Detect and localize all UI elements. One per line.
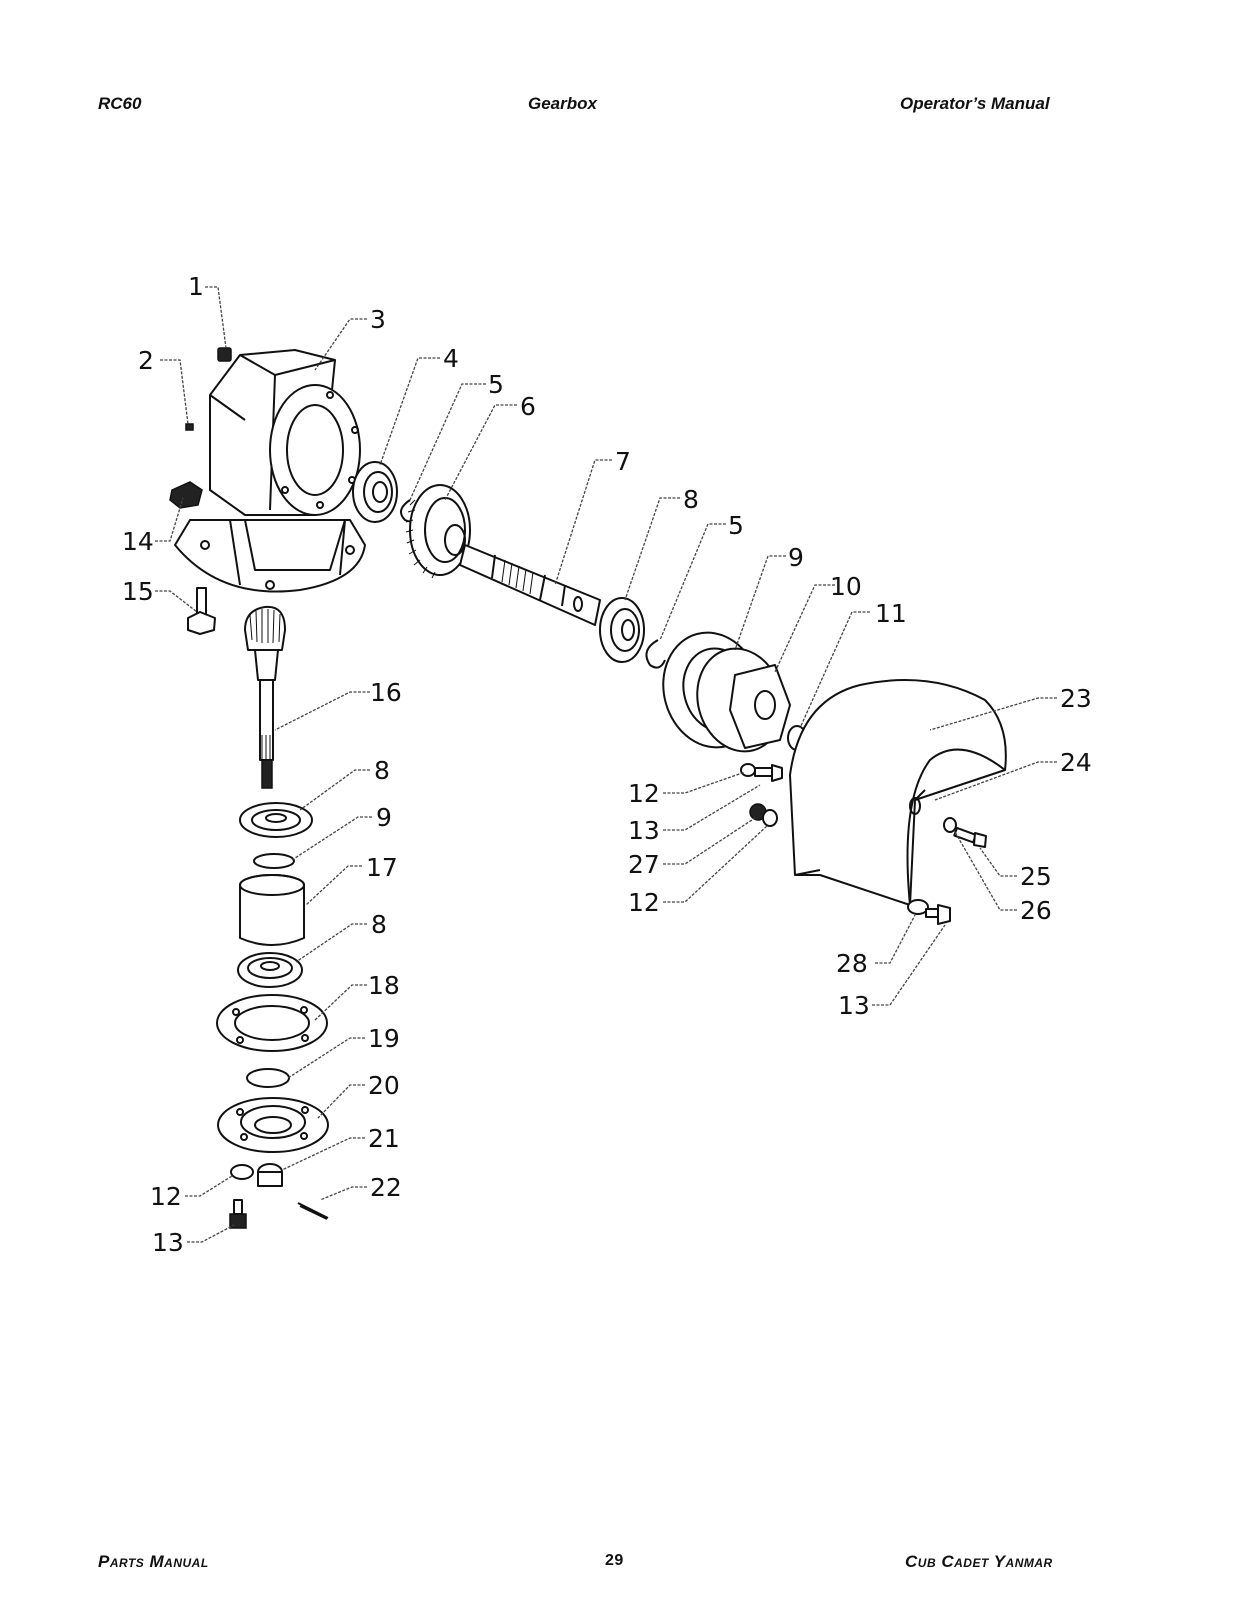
callout-label: 20 — [368, 1071, 400, 1100]
part-washer-2 — [762, 809, 778, 827]
callout-label: 13 — [628, 816, 660, 845]
part-washer — [740, 763, 756, 777]
part-vent — [185, 423, 194, 431]
callout-label: 21 — [368, 1124, 400, 1153]
part-snap-ring-2 — [645, 639, 666, 669]
callout-label: 9 — [376, 803, 392, 832]
part-plug — [217, 347, 232, 362]
callout-label: 14 — [122, 527, 154, 556]
callout-label: 11 — [875, 599, 907, 628]
callout-label: 28 — [836, 949, 868, 978]
leader-lines — [155, 286, 1057, 1243]
footer-manual-type: Parts Manual — [98, 1552, 209, 1571]
callout-label: 26 — [1020, 896, 1052, 925]
part-lower-cap — [217, 1097, 329, 1153]
callout-label: 17 — [366, 853, 398, 882]
callout-label: 15 — [122, 577, 154, 606]
part-shield-bolt — [953, 827, 987, 848]
callout-label: 12 — [628, 888, 660, 917]
callout-label: 24 — [1060, 748, 1092, 777]
callout-label: 16 — [370, 678, 402, 707]
part-fill-plug — [169, 481, 203, 509]
part-bevel-gear — [405, 484, 471, 579]
part-bearing-shaft — [599, 597, 645, 663]
callout-label: 12 — [150, 1182, 182, 1211]
callout-label: 8 — [374, 756, 390, 785]
footer-page-number: 29 — [605, 1552, 624, 1569]
callout-label: 22 — [370, 1173, 402, 1202]
part-input-shaft — [459, 544, 601, 626]
callout-label: 10 — [830, 572, 862, 601]
callout-label: 27 — [628, 850, 660, 879]
callout-label: 9 — [788, 543, 804, 572]
part-lower-gasket — [216, 994, 328, 1052]
callout-label: 8 — [371, 910, 387, 939]
callout-label: 23 — [1060, 684, 1092, 713]
part-bolt-2 — [925, 904, 951, 925]
part-bearing-upper — [352, 461, 398, 523]
callout-label: 2 — [138, 346, 154, 375]
part-lower-bolt — [229, 1199, 247, 1229]
part-output-pinion-shaft — [244, 605, 286, 789]
callout-labels: 1 2 3 4 5 6 7 8 5 9 10 11 14 15 16 8 9 1… — [122, 272, 1092, 1257]
part-cotter-pin — [297, 1202, 329, 1220]
part-bolt — [187, 587, 216, 635]
part-bearing-lower-1 — [239, 802, 313, 838]
header-manual-title: Operator’s Manual — [900, 94, 1050, 113]
part-lower-seal — [246, 1068, 290, 1088]
part-spacer — [239, 874, 305, 946]
header-section-title: Gearbox — [528, 94, 597, 113]
part-snap-ring-lower — [253, 853, 295, 869]
callout-label: 5 — [488, 370, 504, 399]
callout-label: 13 — [152, 1228, 184, 1257]
callout-label: 7 — [615, 447, 631, 476]
part-lower-washer — [230, 1164, 254, 1180]
part-castle-nut — [257, 1163, 283, 1187]
callout-label: 12 — [628, 779, 660, 808]
part-cap-screw — [754, 764, 783, 782]
callout-label: 18 — [368, 971, 400, 1000]
part-flat-washer — [907, 899, 929, 915]
part-gearbox-housing — [174, 349, 366, 593]
footer-brand: Cub Cadet Yanmar — [905, 1552, 1053, 1571]
callout-label: 6 — [520, 392, 536, 421]
callout-label: 19 — [368, 1024, 400, 1053]
callout-label: 13 — [838, 991, 870, 1020]
part-shield-washer — [943, 817, 957, 833]
callout-label: 8 — [683, 485, 699, 514]
header-model: RC60 — [98, 94, 142, 113]
part-end-cover — [696, 647, 791, 753]
callout-label: 3 — [370, 305, 386, 334]
callout-label: 25 — [1020, 862, 1052, 891]
callout-label: 4 — [443, 344, 459, 373]
callout-label: 1 — [188, 272, 204, 301]
part-bearing-lower-2 — [237, 952, 303, 988]
callout-label: 5 — [728, 511, 744, 540]
part-shield — [789, 679, 1007, 906]
